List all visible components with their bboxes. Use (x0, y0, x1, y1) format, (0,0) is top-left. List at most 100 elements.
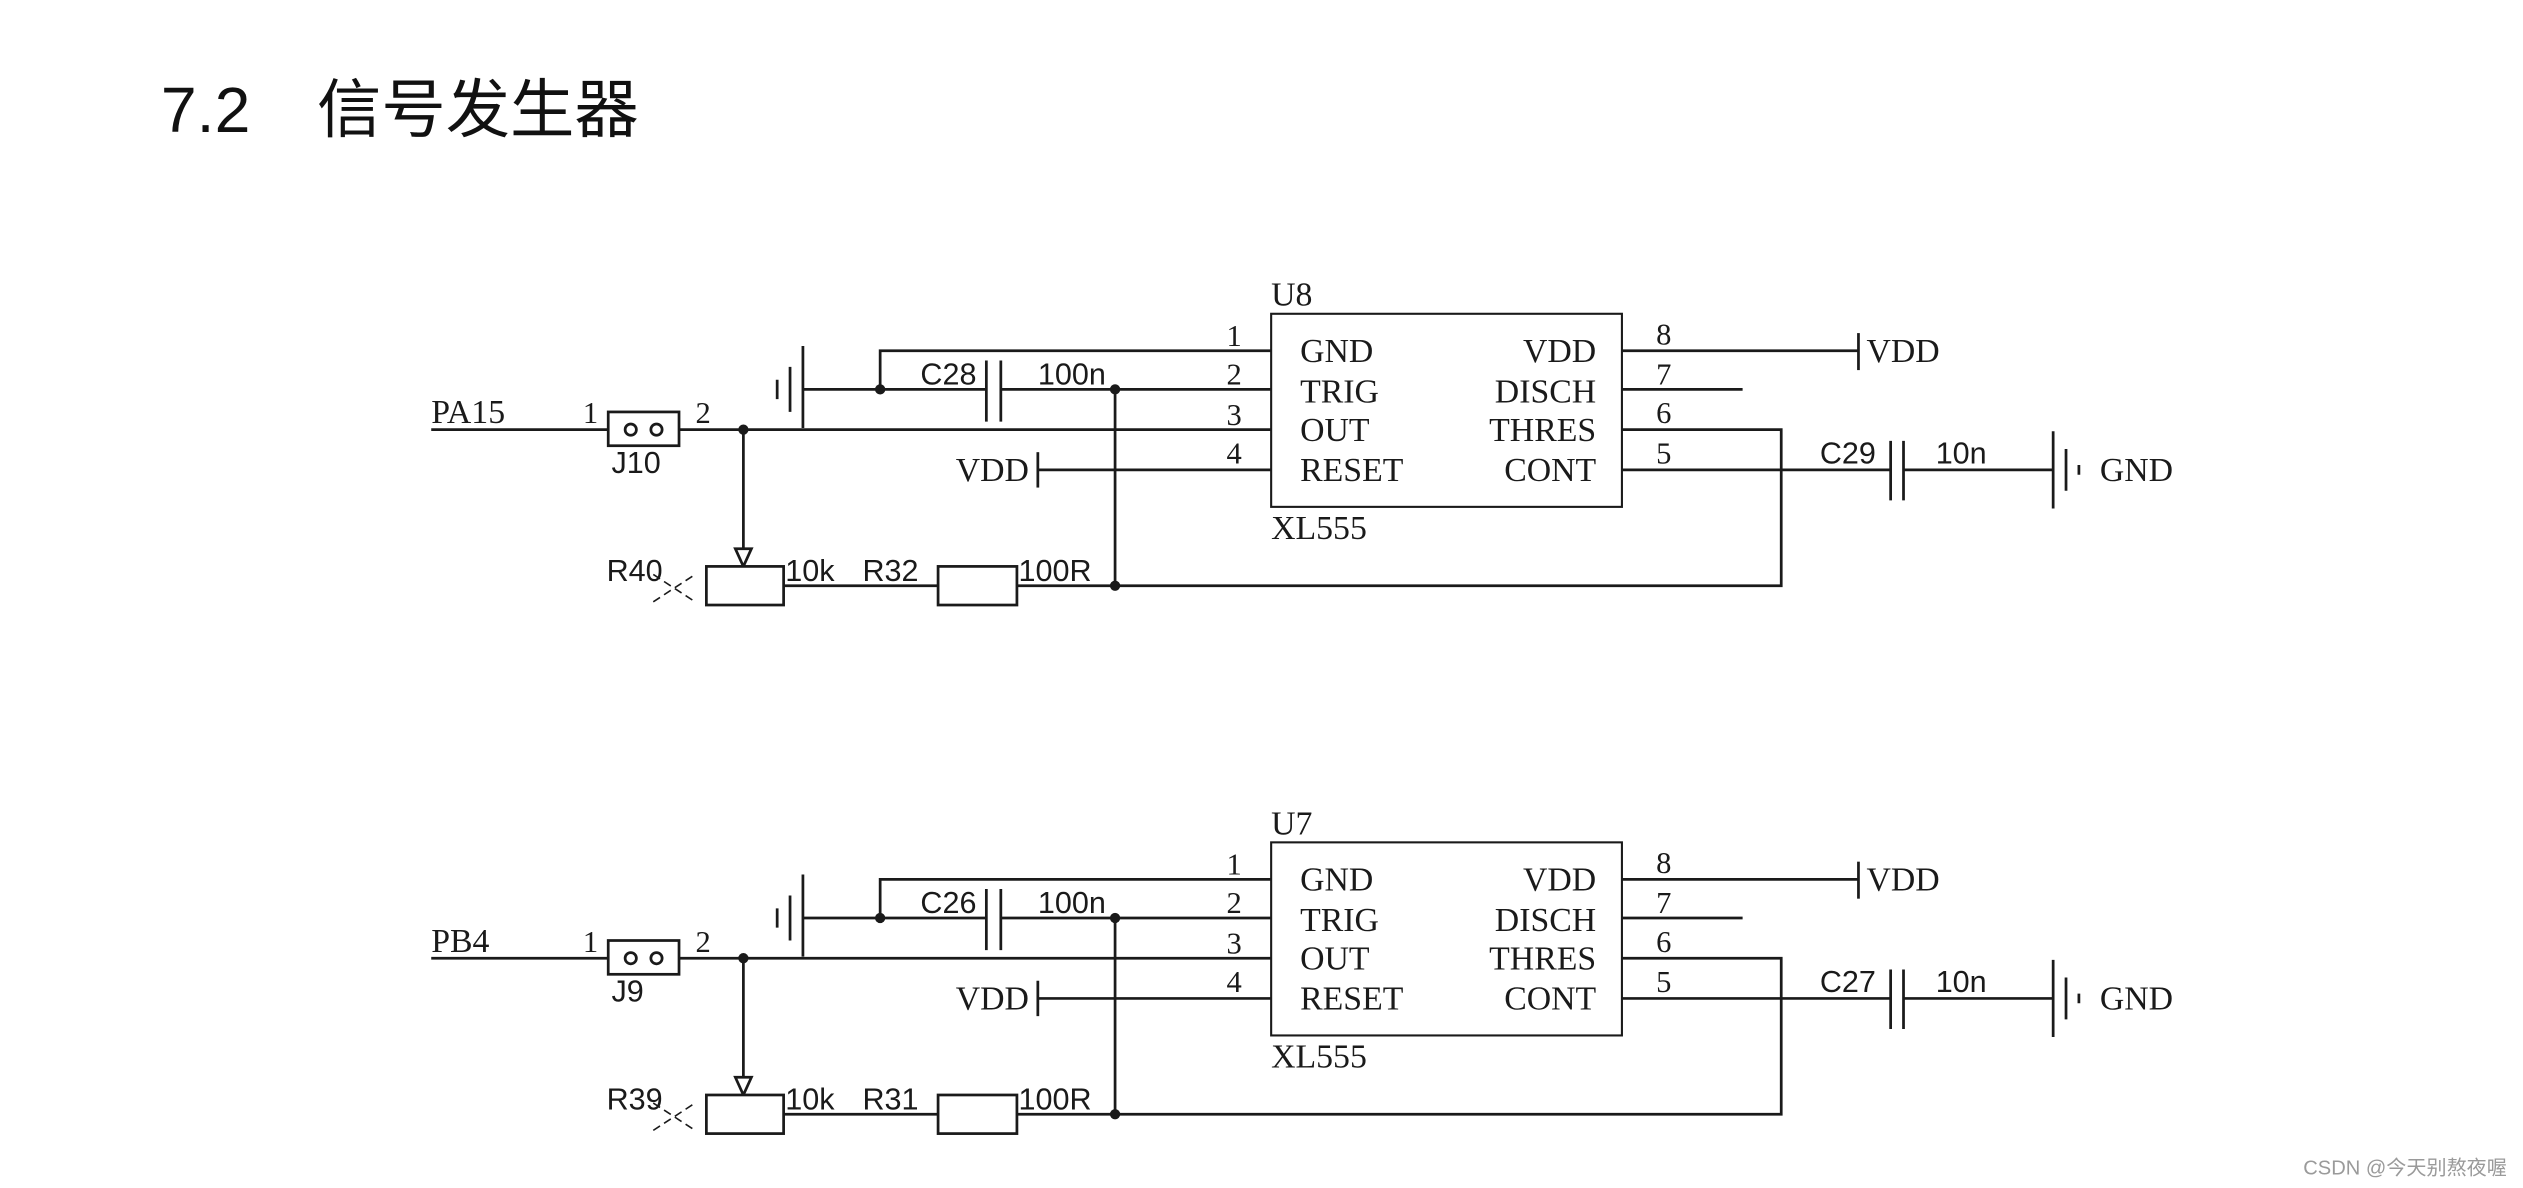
timing-capacitor-symbol (984, 360, 1003, 422)
threshold-feedback-wire (1016, 956, 1783, 1116)
jumper-ref: J9 (611, 975, 643, 1009)
gnd-pin-wire (878, 877, 1272, 918)
jumper-pin-1-number: 1 (583, 925, 598, 959)
gnd-pin-wire (878, 349, 1272, 390)
input-net-label: PB4 (431, 923, 489, 960)
potentiometer-ref: R40 (607, 554, 663, 588)
vdd-supply-label: VDD (1867, 862, 1940, 899)
junction-dot (875, 384, 886, 395)
pin-number: 6 (1656, 396, 1671, 430)
potentiometer-body (705, 1093, 785, 1135)
chip-body (1270, 841, 1623, 1037)
signal-generator-circuit-2: U7 XL555 1 2 3 4 GND TRIG OUT RESET VDD … (431, 805, 2173, 1135)
timing-capacitor-value: 100n (1038, 886, 1106, 920)
resistor-ref: R32 (862, 554, 918, 588)
section-title: 信号发生器 (317, 74, 639, 146)
ground-symbol-icon (2051, 431, 2081, 509)
jumper-pin-2-number: 2 (696, 396, 711, 430)
pin-name: TRIG (1300, 373, 1379, 410)
junction-dot (1109, 384, 1121, 395)
junction-dot (1109, 1109, 1121, 1120)
pin-name: CONT (1504, 452, 1596, 489)
pin-name: THRES (1489, 412, 1596, 449)
jumper (606, 410, 681, 448)
pin-name: OUT (1300, 412, 1370, 449)
pin-name: THRES (1489, 940, 1596, 977)
timing-capacitor-value: 100n (1038, 358, 1106, 392)
control-capacitor-symbol (1889, 969, 1905, 1030)
pin-name: RESET (1300, 981, 1404, 1018)
pin-name: DISCH (1495, 902, 1596, 939)
input-net-label: PA15 (431, 394, 505, 431)
ground-label: GND (2100, 981, 2173, 1018)
pin-name: VDD (1523, 862, 1596, 899)
jumper (606, 939, 681, 976)
pin-name: OUT (1300, 940, 1370, 977)
control-capacitor-value: 10n (1936, 436, 1987, 470)
wiper-arrow-icon (733, 1075, 754, 1099)
timing-capacitor-ref: C26 (920, 886, 976, 920)
pin-name: GND (1300, 862, 1373, 899)
chip-ref: U8 (1271, 277, 1312, 314)
junction-dot (738, 424, 749, 435)
pin-number: 4 (1227, 436, 1242, 470)
reset-supply-label: VDD (956, 452, 1029, 489)
section-number: 7.2 (161, 74, 250, 146)
resistor-body (936, 565, 1019, 607)
resistor-value: 100R (1019, 554, 1092, 588)
pin-number: 1 (1227, 319, 1242, 353)
ground-label: GND (2100, 452, 2173, 489)
control-capacitor-ref: C29 (1820, 436, 1876, 470)
reset-supply-label: VDD (956, 981, 1029, 1018)
resistor-body (936, 1093, 1019, 1135)
pin-name: RESET (1300, 452, 1404, 489)
pin-number: 2 (1227, 358, 1242, 392)
pin-name: VDD (1523, 333, 1596, 370)
potentiometer-ref: R39 (607, 1082, 663, 1116)
jumper-body (606, 939, 681, 976)
no-connect-marker-icon (652, 573, 696, 603)
resistor-value: 100R (1019, 1082, 1092, 1116)
watermark: CSDN @今天别熬夜喔 (2303, 1157, 2507, 1180)
pin-number: 8 (1656, 317, 1671, 351)
threshold-feedback-wire (1016, 428, 1783, 588)
pin-number: 5 (1656, 436, 1671, 470)
junction-dot (1109, 580, 1121, 591)
ground-symbol-icon (2051, 959, 2081, 1038)
control-capacitor-symbol (1889, 440, 1905, 501)
timing-capacitor-symbol (984, 889, 1003, 951)
jumper-pin-2-icon (649, 422, 664, 437)
pin-name: DISCH (1495, 373, 1596, 410)
chip-part: XL555 (1271, 1039, 1367, 1076)
chip-body (1270, 312, 1623, 508)
pin-name: TRIG (1300, 902, 1379, 939)
signal-generator-circuit-1: U8 XL555 1 2 3 4 GND TRIG OUT RESET VDD … (431, 277, 2173, 607)
pin-number: 3 (1227, 926, 1242, 960)
pin-number: 7 (1656, 886, 1671, 920)
chip-ref: U7 (1271, 805, 1312, 842)
pin-number: 2 (1227, 886, 1242, 920)
control-capacitor-ref: C27 (1820, 965, 1876, 999)
resistor-ref: R31 (862, 1082, 918, 1116)
pin-number: 7 (1656, 358, 1671, 392)
junction-dot (1109, 912, 1121, 924)
pin-number: 6 (1656, 925, 1671, 959)
no-connect-marker-icon (652, 1102, 696, 1132)
ground-symbol-icon (775, 345, 805, 429)
jumper-pin-1-icon (623, 951, 638, 966)
junction-dot (738, 953, 749, 964)
junction-dot (875, 912, 886, 924)
wiper-arrow-icon (733, 547, 754, 570)
pin-name: GND (1300, 333, 1373, 370)
control-capacitor-value: 10n (1936, 965, 1987, 999)
jumper-body (606, 410, 681, 448)
pin-number: 1 (1227, 848, 1242, 882)
potentiometer-value: 10k (785, 554, 835, 588)
timing-capacitor-ref: C28 (920, 358, 976, 392)
ground-symbol-icon (775, 874, 805, 957)
chip-part: XL555 (1271, 510, 1367, 547)
jumper-pin-2-number: 2 (696, 925, 711, 959)
pin-name: CONT (1504, 981, 1596, 1018)
jumper-pin-1-icon (623, 422, 638, 437)
